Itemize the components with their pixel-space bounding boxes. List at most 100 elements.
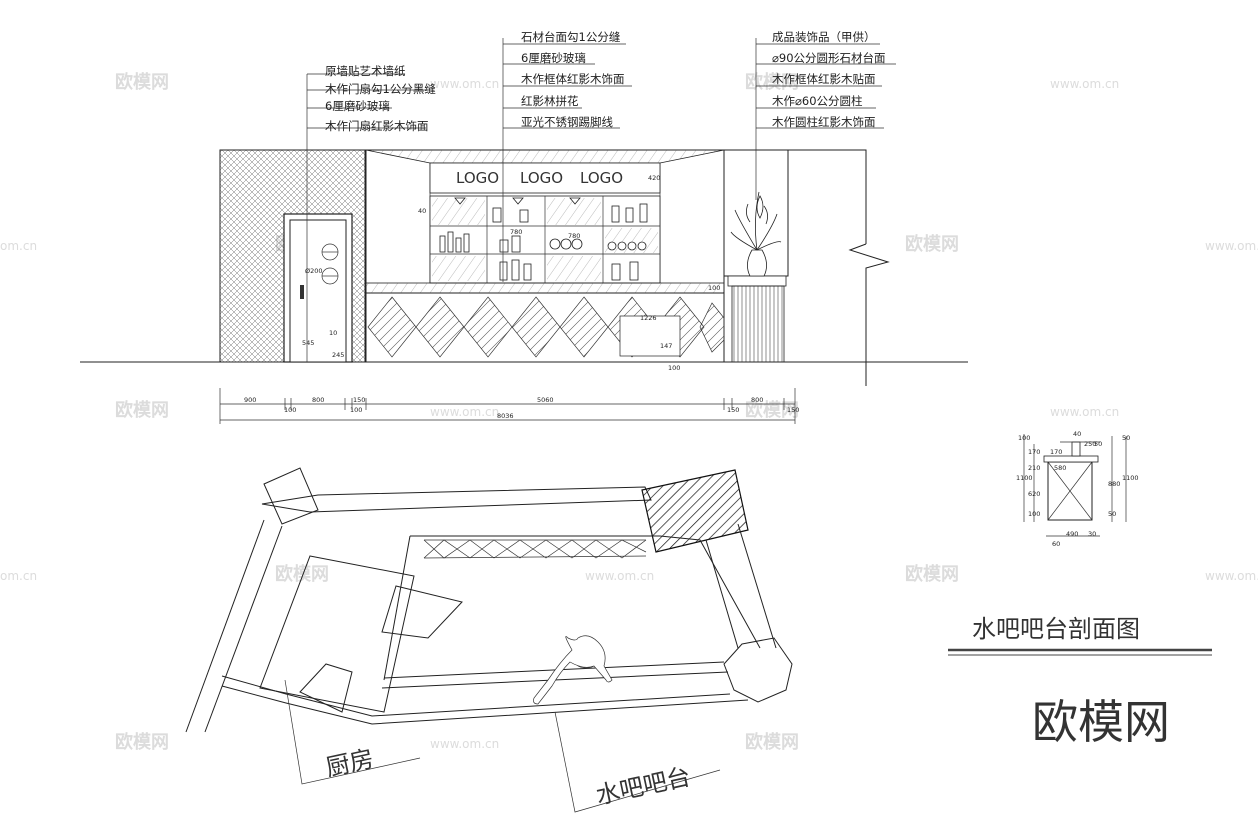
label-column-frame: 木作框体红影木贴面 <box>772 72 876 86</box>
label-column-veneer: 木作圆柱红影木饰面 <box>772 115 876 129</box>
label-round-top: ⌀90公分圆形石材台面 <box>772 51 886 65</box>
watermark-url: www.om.cn <box>1205 569 1258 583</box>
section-dim-lines <box>1023 434 1127 537</box>
watermark-url: www.om.cn <box>585 569 654 583</box>
svg-text:30: 30 <box>1088 530 1096 538</box>
bar-inner-left <box>383 535 411 681</box>
kitchen-leader <box>284 679 421 785</box>
kitchen-block <box>259 555 415 713</box>
svg-text:Ø200: Ø200 <box>305 267 323 275</box>
vase-plant <box>730 191 782 277</box>
logo-text-3: LOGO <box>580 169 623 187</box>
svg-text:250: 250 <box>1084 440 1096 448</box>
front-counter-edge <box>221 685 749 725</box>
bar-labels: 石材台面勾1公分缝 6厘磨砂玻璃 木作框体红影木饰面 红影林拼花 亚光不锈钢踢脚… <box>521 30 625 129</box>
svg-text:245: 245 <box>332 351 344 359</box>
door-leaf <box>289 219 347 363</box>
svg-text:900: 900 <box>244 396 256 404</box>
logo-text-2: LOGO <box>520 169 563 187</box>
svg-text:580: 580 <box>1054 464 1066 472</box>
watermark: 欧模网 <box>275 563 329 585</box>
svg-text:100: 100 <box>350 406 362 414</box>
svg-text:50: 50 <box>1122 434 1130 442</box>
svg-text:1100: 1100 <box>1016 474 1033 482</box>
watermark: 欧模网 <box>745 731 799 753</box>
svg-text:620: 620 <box>1028 490 1040 498</box>
door-handle <box>300 285 304 299</box>
svg-text:170: 170 <box>1028 448 1040 456</box>
watermark-edge: om.cn <box>0 569 37 583</box>
bar-canopy <box>365 149 725 164</box>
bar-section-detail: 100 170 1100 210 620 100 40 250 50 50 11… <box>948 430 1212 656</box>
section-title: 水吧吧台剖面图 <box>972 615 1140 643</box>
watermark: 欧模网 <box>745 399 799 421</box>
bar-inner-back <box>410 535 761 649</box>
watermark-url: www.om.cn <box>1050 77 1119 91</box>
bar-plan-view: 厨房 水吧吧台 <box>185 467 793 813</box>
watermark: 欧模网 <box>115 399 169 421</box>
svg-text:40: 40 <box>418 207 426 215</box>
svg-text:780: 780 <box>510 228 522 236</box>
right-arm-inner <box>705 539 739 649</box>
svg-text:800: 800 <box>751 396 763 404</box>
svg-text:150: 150 <box>727 406 739 414</box>
svg-text:10: 10 <box>329 329 337 337</box>
svg-text:5060: 5060 <box>537 396 554 404</box>
counter-top <box>365 282 725 294</box>
elevation-dimension-chain: 900 100 800 100 150 5060 150 800 150 803… <box>219 388 799 424</box>
svg-text:880: 880 <box>1108 480 1120 488</box>
round-stone-top <box>727 275 787 287</box>
front-counter-outer <box>221 675 731 717</box>
label-parquet: 红影林拼花 <box>521 94 579 108</box>
svg-text:1100: 1100 <box>1122 474 1139 482</box>
svg-text:150: 150 <box>353 396 365 404</box>
logo-band <box>429 162 661 194</box>
svg-text:50: 50 <box>1108 510 1116 518</box>
left-corner-box <box>263 467 319 525</box>
section-dims: 100 170 1100 210 620 100 40 250 50 50 11… <box>1016 430 1139 548</box>
label-round-column: 木作⌀60公分圆柱 <box>772 94 863 108</box>
watermark: 欧模网 <box>745 71 799 93</box>
svg-text:1226: 1226 <box>640 314 657 322</box>
svg-text:100: 100 <box>1018 434 1030 442</box>
bar-inner-front <box>383 661 725 679</box>
label-door-groove: 木作门扇勾1公分黑缝 <box>325 82 436 96</box>
bar-leader <box>554 711 721 813</box>
svg-text:147: 147 <box>660 342 672 350</box>
watermark-edge: om.cn <box>0 239 37 253</box>
svg-text:490: 490 <box>1066 530 1078 538</box>
left-wall-inner <box>204 525 283 733</box>
label-stone-top: 石材台面勾1公分缝 <box>521 30 621 44</box>
label-bar-glass: 6厘磨砂玻璃 <box>521 51 586 65</box>
total-width: 8036 <box>497 412 514 420</box>
kitchen-label: 厨房 <box>323 745 376 782</box>
watermark-url: www.om.cn <box>430 737 499 751</box>
bottles <box>439 197 648 281</box>
watermark: 欧模网 <box>115 731 169 753</box>
brand-logo: 欧模网 <box>1032 695 1170 749</box>
svg-text:780: 780 <box>568 232 580 240</box>
label-wallpaper: 原墙贴艺术墙纸 <box>325 64 406 78</box>
logo-text-1: LOGO <box>456 169 499 187</box>
round-column-plan <box>723 637 793 703</box>
svg-text:150: 150 <box>787 406 799 414</box>
svg-text:210: 210 <box>1028 464 1040 472</box>
kitchen-corner <box>299 663 353 713</box>
svg-text:420: 420 <box>648 174 660 182</box>
watermark-url: www.om.cn <box>1050 405 1119 419</box>
label-door-glass: 6厘磨砂玻璃 <box>325 99 390 113</box>
svg-text:50: 50 <box>1094 440 1102 448</box>
section-top <box>1043 455 1099 463</box>
svg-text:100: 100 <box>708 284 720 292</box>
sink-unit <box>381 585 463 639</box>
round-column <box>731 285 785 363</box>
bar-elevation: LOGO LOGO LOGO <box>80 30 968 424</box>
svg-text:170: 170 <box>1050 448 1062 456</box>
column-labels: 成品装饰品（甲供） ⌀90公分圆形石材台面 木作框体红影木贴面 木作⌀60公分圆… <box>772 30 886 129</box>
svg-text:40: 40 <box>1073 430 1081 438</box>
svg-text:800: 800 <box>312 396 324 404</box>
svg-text:100: 100 <box>668 364 680 372</box>
svg-text:100: 100 <box>1028 510 1040 518</box>
section-upstand <box>1071 441 1081 457</box>
